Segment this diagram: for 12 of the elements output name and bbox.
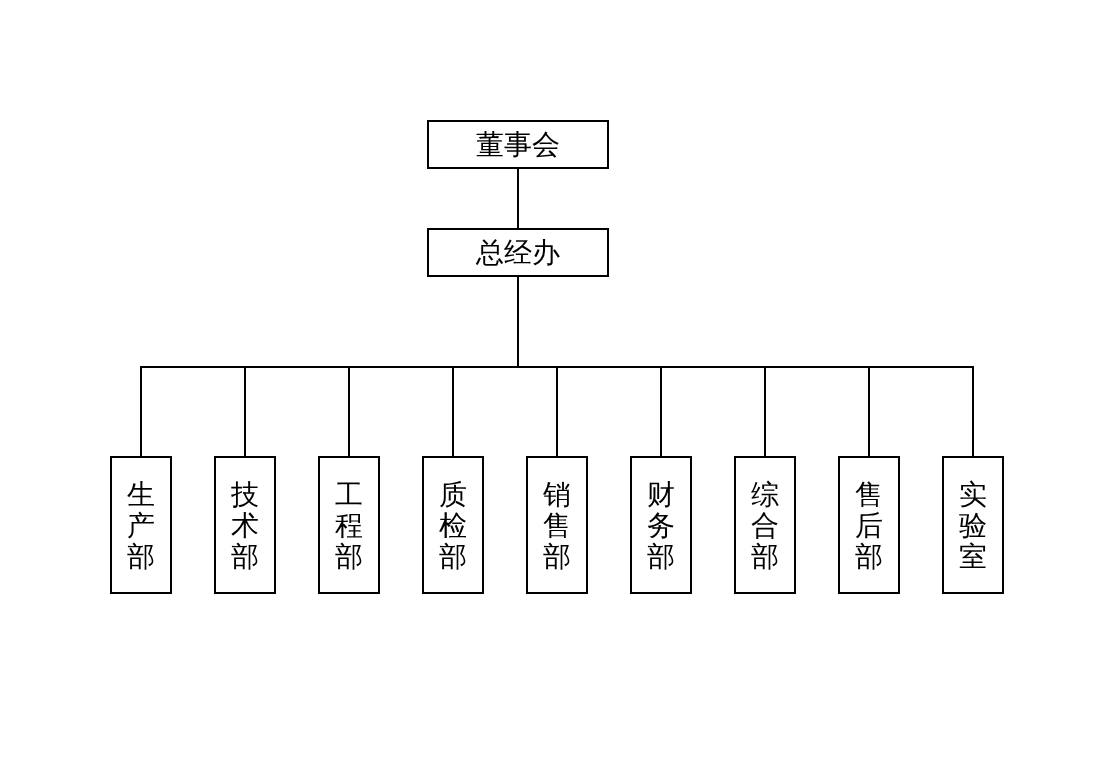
office-box: 总经办: [427, 228, 609, 277]
department-box: 财务部: [630, 456, 692, 594]
department-box: 综合部: [734, 456, 796, 594]
department-box: 实验室: [942, 456, 1004, 594]
department-box: 技术部: [214, 456, 276, 594]
department-box: 生产部: [110, 456, 172, 594]
department-box: 工程部: [318, 456, 380, 594]
board-box: 董事会: [427, 120, 609, 169]
department-box: 售后部: [838, 456, 900, 594]
connector-line: [517, 168, 519, 229]
department-box: 质检部: [422, 456, 484, 594]
department-box: 销售部: [526, 456, 588, 594]
